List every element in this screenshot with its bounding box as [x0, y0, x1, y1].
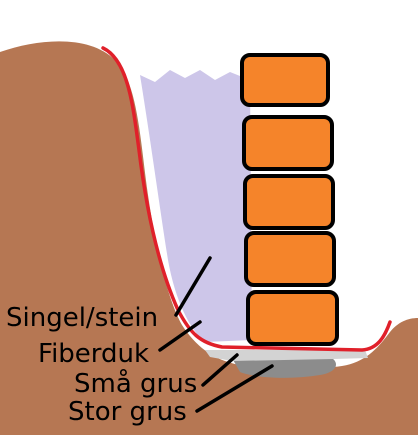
leader-small-gravel	[201, 353, 239, 387]
block-2	[242, 115, 334, 171]
label-small-gravel: Små grus	[74, 368, 197, 399]
leader-gravel-stone	[174, 256, 212, 317]
block-1	[240, 53, 330, 107]
block-4	[244, 231, 336, 287]
block-5	[246, 290, 339, 346]
label-gravel-stone: Singel/stein	[6, 303, 158, 333]
fiber-cloth-line	[101, 46, 392, 352]
leader-fiber-cloth	[158, 320, 202, 352]
block-3	[243, 174, 335, 230]
block-stack	[240, 53, 339, 346]
stone-fill-area	[140, 70, 252, 342]
leader-lines	[158, 256, 274, 413]
small-gravel-layer	[205, 350, 368, 361]
label-fiber-cloth: Fiberduk	[38, 339, 149, 369]
leader-large-gravel	[195, 364, 274, 413]
soil-left-bank	[0, 41, 418, 435]
label-large-gravel: Stor grus	[68, 397, 187, 427]
